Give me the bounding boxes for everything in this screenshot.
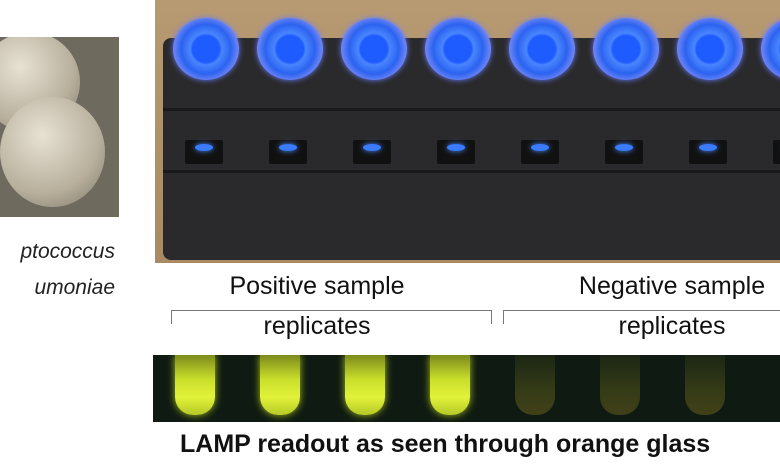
negative-vial [515, 355, 555, 415]
negative-label-2: replicates [618, 312, 726, 340]
sem-micrograph [0, 37, 119, 217]
positive-vial [345, 355, 385, 415]
blue-glow [699, 144, 717, 151]
blue-glow [615, 144, 633, 151]
tube-window [521, 140, 559, 164]
figure-title: LAMP readout as seen through orange glas… [180, 430, 711, 458]
tube-window [353, 140, 391, 164]
tube-window [185, 140, 223, 164]
positive-vial [175, 355, 215, 415]
tube-cap [509, 18, 575, 80]
negative-vial [685, 355, 725, 415]
negative-label: Negative sample [578, 272, 766, 300]
positive-bracket [171, 310, 492, 324]
tube-window [689, 140, 727, 164]
positive-label-2: replicates [263, 312, 371, 340]
negative-vial [600, 355, 640, 415]
positive-vial [260, 355, 300, 415]
tube-cap [257, 18, 323, 80]
negative-bracket [503, 310, 780, 324]
tube-cap [761, 18, 780, 80]
tube-cap [173, 18, 239, 80]
tube-window [773, 140, 780, 164]
tube-window [605, 140, 643, 164]
blue-glow [363, 144, 381, 151]
blue-glow [195, 144, 213, 151]
tube-cap [593, 18, 659, 80]
tube-window [437, 140, 475, 164]
tube-rack-photo [155, 0, 780, 263]
blue-glow [279, 144, 297, 151]
tube-cap [341, 18, 407, 80]
tube-cap [677, 18, 743, 80]
organism-caption-line2: umoniae [34, 276, 115, 299]
organism-caption-line1: ptococcus [20, 240, 115, 263]
blue-glow [531, 144, 549, 151]
positive-vial [430, 355, 470, 415]
tube-window [269, 140, 307, 164]
orange-glass-readout-photo [153, 355, 780, 422]
positive-label: Positive sample [229, 272, 405, 300]
blue-glow [447, 144, 465, 151]
bacterium-cell [0, 97, 105, 207]
tube-cap [425, 18, 491, 80]
